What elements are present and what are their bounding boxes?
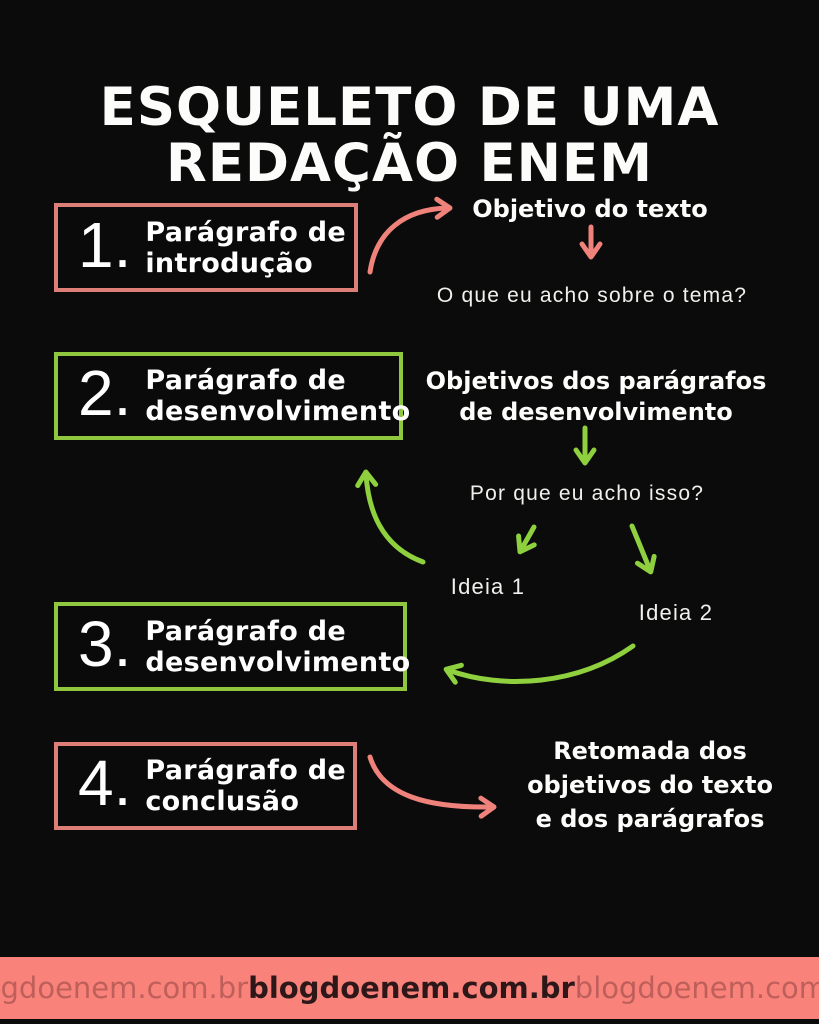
box2-label-line2: desenvolvimento xyxy=(145,396,411,427)
page-title-line2: REDAÇÃO ENEM xyxy=(166,132,653,194)
label-por-que-eu-acho: Por que eu acho isso? xyxy=(469,482,705,505)
box2-label: Parágrafo de desenvolvimento xyxy=(145,365,410,427)
label-objetivos-line1: Objetivos dos parágrafos xyxy=(425,367,767,395)
box2-number: 2. xyxy=(78,357,132,430)
label-objetivo-do-texto: Objetivo do texto xyxy=(472,195,708,223)
label-objetivos-line2: de desenvolvimento xyxy=(459,398,733,426)
box1-label-line1: Parágrafo de xyxy=(145,216,346,248)
page-title-line1: ESQUELETO DE UMA xyxy=(99,76,720,138)
box4-label-line2: conclusão xyxy=(145,786,300,817)
arrow-ideia1-up-to-box2 xyxy=(355,469,426,565)
box1-number: 1. xyxy=(78,208,132,281)
box4-number: 4. xyxy=(78,747,132,820)
box3-number: 3. xyxy=(78,607,132,680)
arrow-box1-to-objetivo xyxy=(367,196,453,275)
page-title: ESQUELETO DE UMA REDAÇÃO ENEM xyxy=(0,76,819,194)
box3-label-line2: desenvolvimento xyxy=(145,646,411,678)
label-retomada-line3: e dos parágrafos xyxy=(535,805,765,833)
footer-bar: ogdoenem.com.br blogdoenem.com.br blogdo… xyxy=(0,957,819,1019)
footer-url-right: blogdoenem.com. xyxy=(574,971,819,1005)
box1-label: Parágrafo de introdução xyxy=(145,217,346,279)
label-retomada-line2: objetivos do texto xyxy=(527,771,773,799)
arrow-box4-to-retomada xyxy=(367,754,497,819)
label-ideia-1: Ideia 1 xyxy=(450,574,526,599)
box4-label-line1: Parágrafo de xyxy=(145,755,346,786)
arrow-porque-to-ideia1 xyxy=(516,524,537,555)
label-retomada-line1: Retomada dos xyxy=(553,737,747,765)
box2-label-line1: Parágrafo de xyxy=(145,365,346,396)
footer-url-center: blogdoenem.com.br xyxy=(248,971,575,1005)
box-paragrafo-desenvolvimento-1: 2. Parágrafo de desenvolvimento xyxy=(54,352,410,440)
arrow-porque-to-ideia2 xyxy=(629,523,657,575)
label-retomada: Retomada dos objetivos do texto e dos pa… xyxy=(527,734,773,836)
arrow-ideia2-to-box3 xyxy=(443,643,636,685)
box-paragrafo-introducao: 1. Parágrafo de introdução xyxy=(54,203,358,292)
box-paragrafo-desenvolvimento-2: 3. Parágrafo de desenvolvimento xyxy=(54,602,410,691)
label-o-que-eu-acho: O que eu acho sobre o tema? xyxy=(436,284,748,307)
footer-url-left: ogdoenem.com.br xyxy=(0,971,249,1005)
box3-label-line1: Parágrafo de xyxy=(145,615,346,647)
label-objetivos-dos-paragrafos: Objetivos dos parágrafos de desenvolvime… xyxy=(426,366,767,428)
box-paragrafo-conclusao: 4. Parágrafo de conclusão xyxy=(54,742,357,830)
box3-label: Parágrafo de desenvolvimento xyxy=(145,616,410,678)
box4-label: Parágrafo de conclusão xyxy=(145,755,346,817)
label-ideia-2: Ideia 2 xyxy=(638,600,714,625)
box1-label-line2: introdução xyxy=(145,247,313,279)
